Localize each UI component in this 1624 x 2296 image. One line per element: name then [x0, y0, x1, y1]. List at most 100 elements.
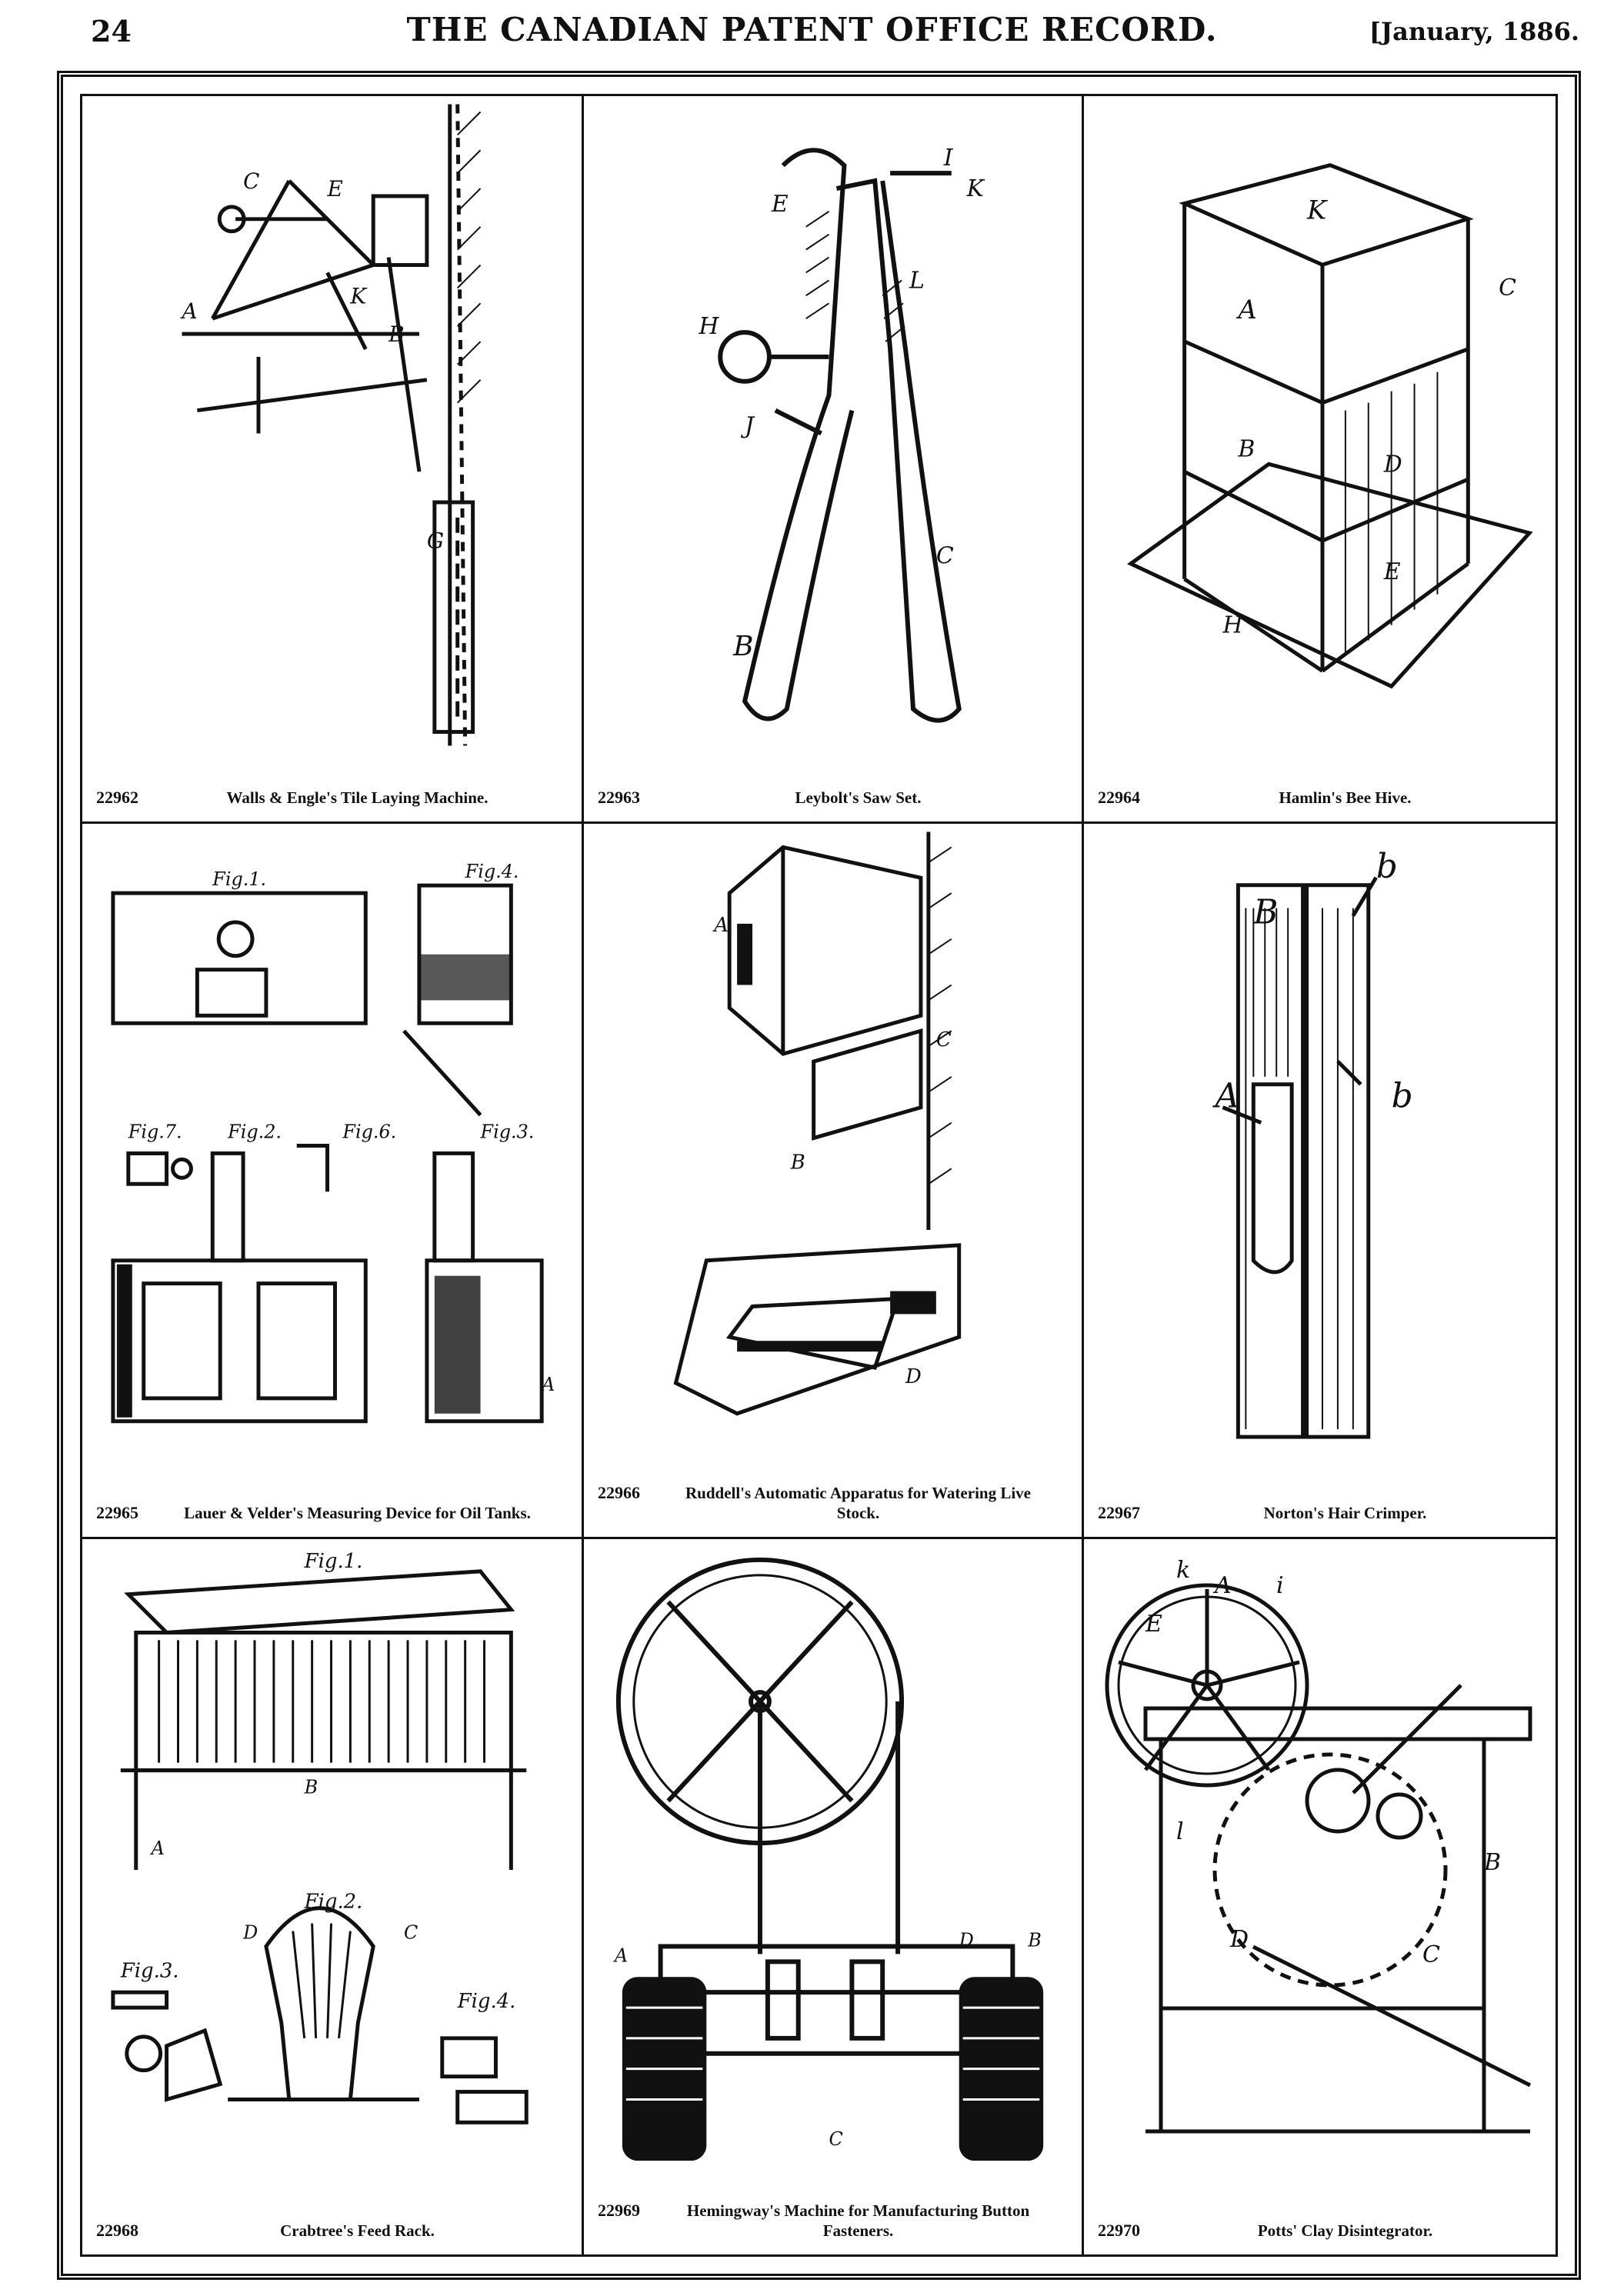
figure-label: B: [732, 631, 753, 662]
issue-date: [January, 1886.: [1369, 17, 1579, 46]
figure-label: C: [936, 543, 954, 570]
page-header: 24 THE CANADIAN PATENT OFFICE RECORD. [J…: [0, 0, 1624, 62]
patent-cell-22968: Fig.1. Fig.2. Fig.3. Fig.4. A B C D 2296…: [82, 1539, 584, 2254]
figure-label: A: [1236, 295, 1256, 325]
figure-label: A: [179, 298, 197, 324]
patent-cell-22967: A B b b 22967 Norton's Hair Crimper.: [1084, 824, 1556, 1539]
patent-number: 22963: [598, 788, 640, 807]
patent-number: 22964: [1098, 788, 1140, 807]
figure-label: H: [698, 313, 719, 340]
figure-label: Fig.4.: [457, 1990, 516, 2013]
figure-label: i: [1276, 1572, 1284, 1599]
figure-label: b: [1376, 847, 1398, 886]
figure-label: G: [427, 528, 444, 554]
figure-label: I: [943, 145, 954, 172]
figure-label: K: [1306, 195, 1328, 225]
figure-label: B: [1027, 1929, 1042, 1951]
patent-grid: A C K B E G 22962 Walls & Engle's Tile L…: [80, 94, 1558, 2257]
figure-label: B: [1252, 893, 1278, 932]
figure-label: A: [1212, 1572, 1232, 1599]
figure-label: C: [404, 1922, 418, 1944]
patent-caption: 22966 Ruddell's Automatic Apparatus for …: [598, 1483, 1068, 1523]
figure-label: D: [905, 1365, 922, 1388]
patent-caption: 22968 Crabtree's Feed Rack.: [96, 2221, 568, 2241]
patent-title: Hemingway's Machine for Manufacturing Bu…: [686, 2201, 1030, 2240]
journal-title: THE CANADIAN PATENT OFFICE RECORD.: [406, 11, 1218, 48]
patent-caption: 22962 Walls & Engle's Tile Laying Machin…: [96, 788, 568, 808]
patent-title: Ruddell's Automatic Apparatus for Wateri…: [685, 1484, 1031, 1522]
figure-label: E: [327, 176, 343, 202]
plate-frame: A C K B E G 22962 Walls & Engle's Tile L…: [57, 71, 1581, 2280]
patent-number: 22969: [598, 2201, 640, 2220]
figure-label: Fig.3.: [480, 1121, 535, 1143]
figure-label: D: [1383, 451, 1402, 478]
patent-caption: 22965 Lauer & Velder's Measuring Device …: [96, 1503, 568, 1523]
patent-number: 22970: [1098, 2221, 1140, 2240]
patent-cell-22964: K A B C H D E 22964 Hamlin's Bee Hive.: [1084, 96, 1556, 824]
figure-label: k: [1176, 1557, 1190, 1584]
patent-caption: 22964 Hamlin's Bee Hive.: [1098, 788, 1542, 808]
figure-label: D: [959, 1929, 974, 1951]
watering-apparatus-illustration: A B C D: [673, 831, 962, 1416]
figure-label: B: [790, 1151, 805, 1174]
figure-label: Fig.4.: [465, 861, 519, 882]
measuring-device-illustration: Fig.1. Fig.2. Fig.3. Fig.4. Fig.6. Fig.7…: [111, 861, 555, 1424]
figure-label: b: [1392, 1077, 1413, 1116]
figure-label: Fig.2.: [304, 1891, 363, 1914]
patent-cell-22970: A B C D E k i l 22970 Potts' Clay Disint…: [1084, 1539, 1556, 2254]
figure-label: Fig.3.: [120, 1959, 179, 1982]
saw-set-illustration: B C H I L E J K: [698, 145, 985, 723]
patent-number: 22965: [96, 1503, 138, 1522]
figure-label: A: [613, 1944, 628, 1966]
figure-label: J: [740, 412, 755, 439]
figure-label: C: [936, 1028, 952, 1051]
patent-title: Hamlin's Bee Hive.: [1279, 788, 1412, 807]
patent-number: 22966: [598, 1483, 640, 1502]
figure-label: C: [829, 2128, 843, 2150]
patent-caption: 22969 Hemingway's Machine for Manufactur…: [598, 2201, 1068, 2241]
figure-label: A: [150, 1838, 165, 1859]
patent-cell-22962: A C K B E G 22962 Walls & Engle's Tile L…: [82, 96, 584, 824]
figure-label: B: [1483, 1849, 1501, 1876]
figure-label: L: [909, 267, 925, 294]
hair-crimper-illustration: A B b b: [1212, 847, 1413, 1439]
figure-label: A: [712, 914, 729, 937]
patent-title: Norton's Hair Crimper.: [1263, 1504, 1427, 1522]
patent-number: 22968: [96, 2221, 138, 2240]
clay-disintegrator-illustration: A B C D E k i l: [1105, 1557, 1532, 2134]
figure-label: H: [1222, 612, 1243, 639]
page-number: 24: [91, 14, 132, 48]
figure-label: A: [1212, 1077, 1239, 1116]
patent-title: Crabtree's Feed Rack.: [280, 2221, 435, 2240]
figure-label: Fig.1.: [304, 1550, 363, 1573]
patent-title: Walls & Engle's Tile Laying Machine.: [226, 788, 489, 807]
figure-label: E: [771, 191, 789, 218]
figure-label: Fig.2.: [227, 1121, 282, 1143]
figure-label: Fig.6.: [342, 1121, 396, 1143]
patent-title: Potts' Clay Disintegrator.: [1257, 2221, 1433, 2240]
patent-cell-22963: B C H I L E J K 22963 Leybolt's Saw Set.: [584, 96, 1084, 824]
feed-rack-illustration: Fig.1. Fig.2. Fig.3. Fig.4. A B C D: [111, 1550, 529, 2124]
button-fastener-machine-illustration: A B C D: [613, 1557, 1044, 2161]
figure-label: Fig.7.: [128, 1121, 182, 1143]
patent-title: Leybolt's Saw Set.: [795, 788, 922, 807]
figure-label: K: [349, 283, 368, 308]
patent-caption: 22963 Leybolt's Saw Set.: [598, 788, 1068, 808]
figure-label: B: [304, 1776, 318, 1798]
tile-laying-machine-illustration: A C K B E G: [179, 104, 482, 746]
figure-label: K: [966, 175, 985, 202]
figure-label: E: [1145, 1611, 1162, 1638]
figure-label: B: [1237, 435, 1255, 462]
figure-label: B: [388, 322, 404, 347]
patent-caption: 22970 Potts' Clay Disintegrator.: [1098, 2221, 1542, 2241]
figure-label: l: [1176, 1818, 1184, 1845]
figure-label: C: [243, 168, 259, 194]
figure-label: D: [1229, 1926, 1249, 1953]
figure-label: E: [1383, 558, 1401, 585]
patent-cell-22966: A B C D 22966 Ruddell's Automatic Appara…: [584, 824, 1084, 1539]
patent-cell-22965: Fig.1. Fig.2. Fig.3. Fig.4. Fig.6. Fig.7…: [82, 824, 584, 1539]
patent-number: 22962: [96, 788, 138, 807]
figure-label: Fig.1.: [212, 868, 266, 890]
patent-caption: 22967 Norton's Hair Crimper.: [1098, 1503, 1542, 1523]
patent-cell-22969: A B C D 22969 Hemingway's Machine for Ma…: [584, 1539, 1084, 2254]
